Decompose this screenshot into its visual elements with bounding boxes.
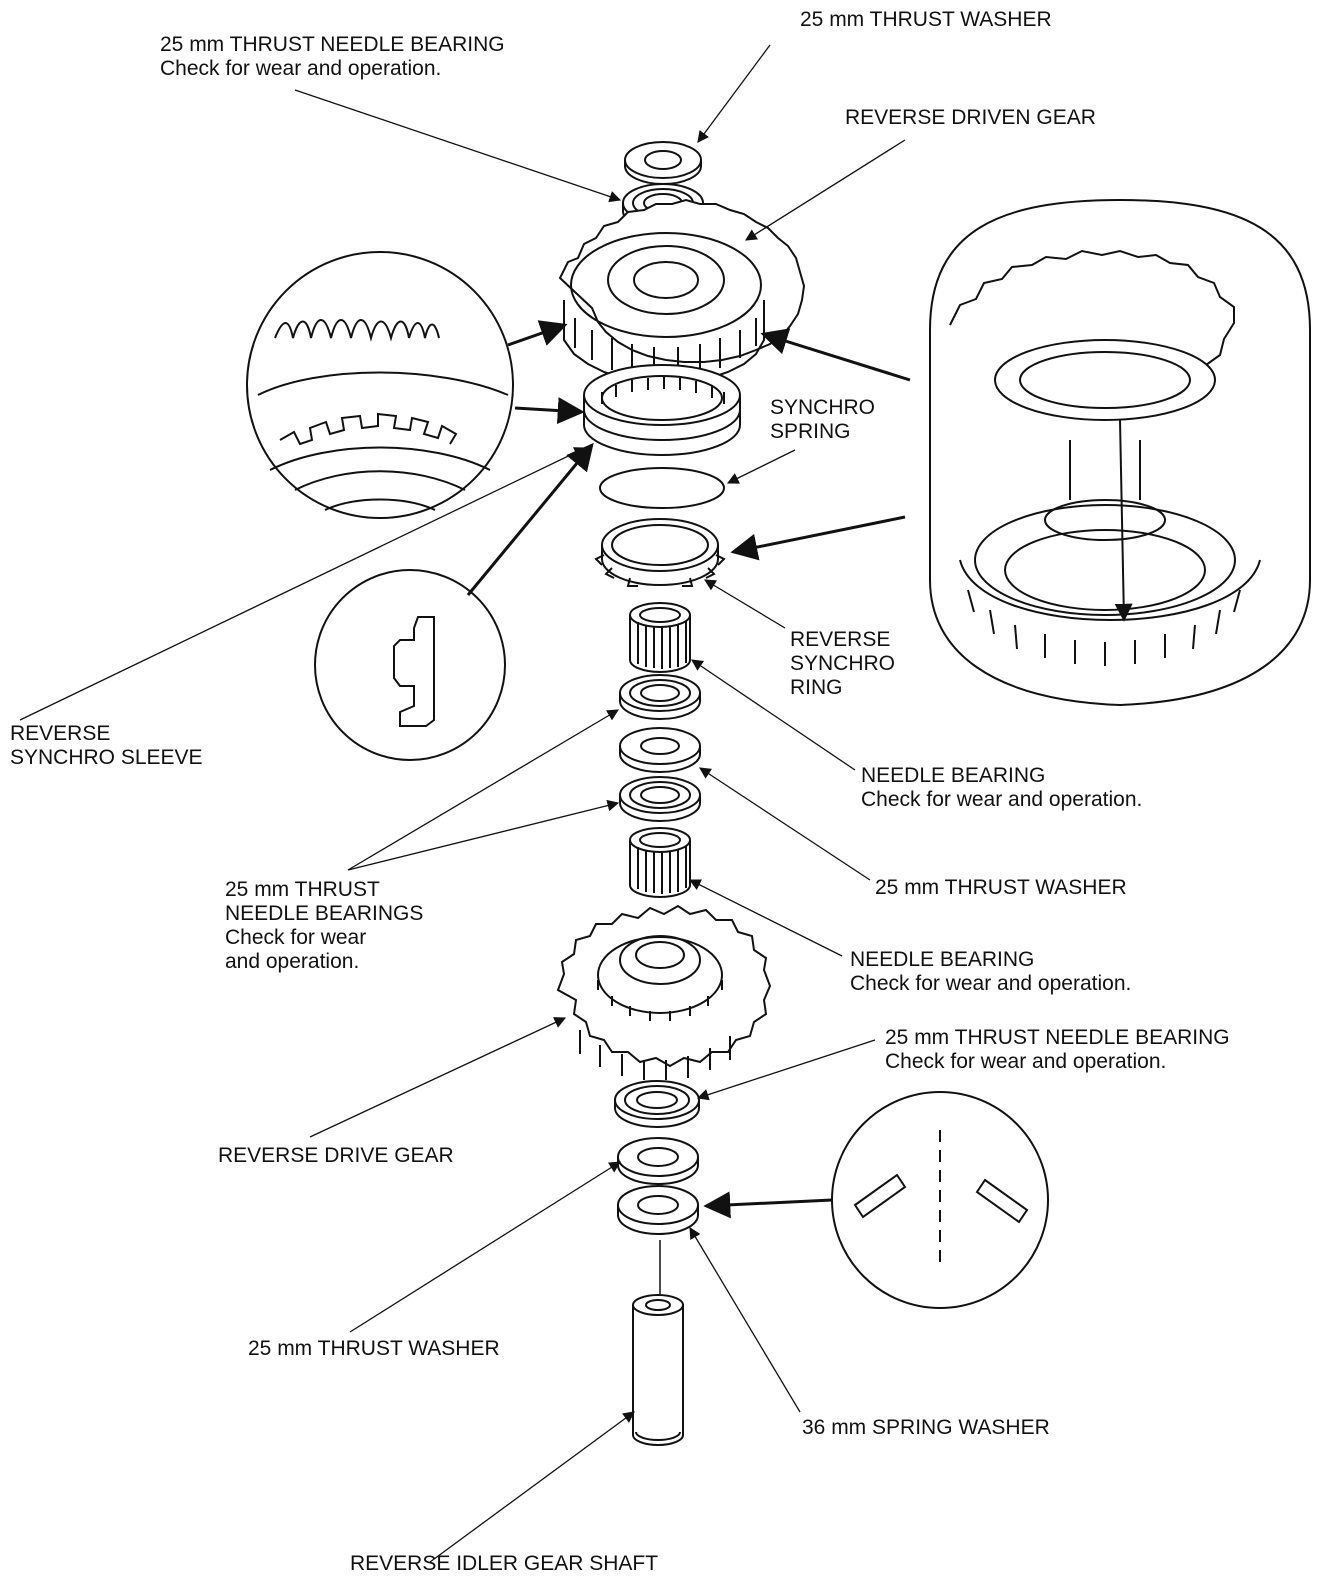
- label-reverse-synchro-ring: REVERSE SYNCHRO RING: [790, 628, 895, 700]
- label-thrust-needle-bearing-lower: 25 mm THRUST NEEDLE BEARING Check for we…: [885, 1026, 1230, 1074]
- thrust-washer-mid-part: [619, 727, 701, 773]
- label-line: Check for wear and operation.: [861, 788, 1143, 811]
- label-line: NEEDLE BEARING: [850, 948, 1035, 971]
- label-thrust-washer-top: 25 mm THRUST WASHER: [800, 8, 1052, 32]
- label-thrust-washer-mid-text: 25 mm THRUST WASHER: [875, 876, 1127, 899]
- label-thrust-washer-mid: 25 mm THRUST WASHER: [875, 876, 1127, 900]
- thrust-needle-bearing-mid-part: [619, 776, 701, 822]
- label-reverse-idler-gear-shaft: REVERSE IDLER GEAR SHAFT: [350, 1552, 658, 1576]
- label-line: RING: [790, 676, 843, 699]
- label-thrust-washer-bottom-text: 25 mm THRUST WASHER: [248, 1337, 500, 1360]
- detail-circle-spring-washer: [831, 1091, 1049, 1309]
- label-line: 25 mm THRUST NEEDLE BEARING: [160, 33, 505, 56]
- needle-bearing-lower-part: [629, 827, 691, 898]
- label-line: NEEDLE BEARINGS: [225, 902, 424, 925]
- label-reverse-drive-gear: REVERSE DRIVE GEAR: [218, 1144, 454, 1168]
- spring-washer-part: [617, 1185, 699, 1235]
- label-line: NEEDLE BEARING: [861, 764, 1046, 787]
- thrust-needle-bearing-upper-part: [619, 674, 701, 720]
- label-reverse-drive-gear-text: REVERSE DRIVE GEAR: [218, 1144, 454, 1167]
- thrust-needle-bearing-lower-part: [614, 1080, 700, 1128]
- label-thrust-needle-bearing-top: 25 mm THRUST NEEDLE BEARING Check for we…: [160, 33, 505, 81]
- label-thrust-washer-top-text: 25 mm THRUST WASHER: [800, 8, 1052, 31]
- label-line: Check for wear and operation.: [850, 972, 1132, 995]
- label-needle-bearing-lower: NEEDLE BEARING Check for wear and operat…: [850, 948, 1131, 996]
- label-reverse-driven-gear: REVERSE DRIVEN GEAR: [845, 106, 1096, 130]
- label-line: Check for wear and operation.: [885, 1050, 1167, 1073]
- label-line: and operation.: [225, 950, 360, 973]
- detail-circle-assembly: [929, 198, 1311, 707]
- reverse-drive-gear-part: [556, 904, 772, 1080]
- label-line: 25 mm THRUST: [225, 878, 380, 901]
- label-line: REVERSE: [10, 722, 111, 745]
- label-line: SYNCHRO SLEEVE: [10, 746, 203, 769]
- label-line: Check for wear and operation.: [160, 57, 442, 80]
- label-synchro-spring: SYNCHRO SPRING: [770, 396, 875, 444]
- detail-circle-teeth: [246, 251, 514, 519]
- label-spring-washer-text: 36 mm SPRING WASHER: [802, 1416, 1050, 1439]
- thrust-washer-top-part: [624, 141, 702, 185]
- needle-bearing-upper-part: [629, 602, 691, 673]
- label-line: SYNCHRO: [770, 396, 876, 419]
- leader-lines: [19, 44, 906, 1563]
- label-reverse-driven-gear-text: REVERSE DRIVEN GEAR: [845, 106, 1096, 129]
- label-spring-washer: 36 mm SPRING WASHER: [802, 1416, 1050, 1440]
- reverse-synchro-sleeve-part: [583, 364, 741, 456]
- label-reverse-idler-gear-shaft-text: REVERSE IDLER GEAR SHAFT: [350, 1552, 659, 1575]
- label-line: 25 mm THRUST NEEDLE BEARING: [885, 1026, 1230, 1049]
- synchro-spring-part: [599, 467, 725, 509]
- reverse-driven-gear-part: [558, 198, 806, 386]
- detail-circle-sleeve-profile: [314, 569, 506, 761]
- label-needle-bearing-upper: NEEDLE BEARING Check for wear and operat…: [861, 764, 1142, 812]
- callout-arrows: [466, 320, 911, 1219]
- label-line: Check for wear: [225, 926, 367, 949]
- label-reverse-synchro-sleeve: REVERSE SYNCHRO SLEEVE: [10, 722, 203, 770]
- thrust-washer-bottom-part: [617, 1137, 699, 1185]
- label-line: SPRING: [770, 420, 851, 443]
- label-line: REVERSE: [790, 628, 891, 651]
- label-thrust-needle-bearings: 25 mm THRUST NEEDLE BEARINGS Check for w…: [225, 878, 423, 974]
- reverse-idler-gear-shaft-part: [632, 1294, 684, 1446]
- reverse-synchro-ring-part: [594, 518, 726, 587]
- label-line: SYNCHRO: [790, 652, 896, 675]
- label-thrust-washer-bottom: 25 mm THRUST WASHER: [248, 1337, 500, 1361]
